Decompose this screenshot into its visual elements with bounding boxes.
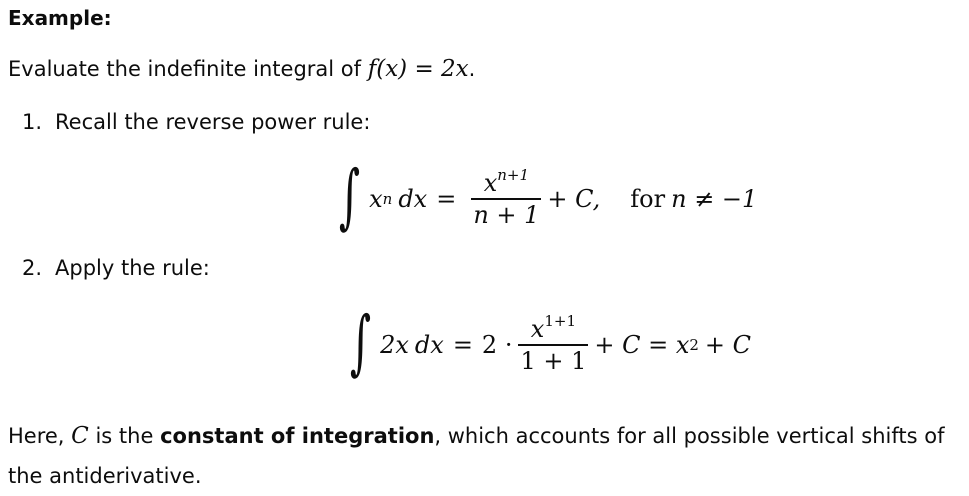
step-number: 2.: [22, 256, 43, 280]
fraction-denominator: 1 + 1: [520, 346, 587, 375]
step-label: Apply the rule:: [55, 256, 210, 280]
integrand: x: [369, 185, 383, 213]
equals-sign: =: [436, 185, 457, 213]
fraction: xn+1 n + 1: [471, 168, 542, 230]
condition: n ≠ −1: [671, 185, 758, 213]
fraction-numerator: x1+1: [529, 314, 578, 344]
step-2: 2. Apply the rule:: [22, 253, 210, 283]
condition-word: for: [630, 185, 666, 213]
constant-symbol: C: [71, 423, 89, 449]
integral-sign: ∫: [349, 302, 372, 384]
intro-text: Evaluate the indefinite integral of: [8, 57, 362, 81]
closing-mid: is the: [95, 424, 154, 448]
section-heading: Example:: [8, 6, 112, 30]
fraction-bar: [518, 344, 589, 346]
differential: dx: [398, 185, 428, 213]
result-constant: + C: [704, 331, 752, 359]
numerator-base: x: [483, 169, 498, 198]
coefficient: 2 ·: [481, 331, 513, 359]
result-expression: + C = x: [594, 331, 690, 359]
closing-after: , which accounts for all possible vertic…: [8, 424, 945, 488]
fraction-bar: [471, 198, 542, 200]
numerator-exponent: 1+1: [544, 312, 576, 331]
intro-sentence: Evaluate the indefinite integral of f(x)…: [8, 54, 475, 84]
constant-term: + C,: [547, 185, 601, 213]
closing-before: Here,: [8, 424, 65, 448]
step-1: 1. Recall the reverse power rule:: [22, 107, 370, 137]
step-number: 1.: [22, 110, 43, 134]
numerator-base: x: [530, 315, 545, 344]
integrand: 2x: [380, 331, 409, 359]
function-expression: f(x) = 2x: [367, 56, 469, 82]
step-label: Recall the reverse power rule:: [55, 110, 371, 134]
intro-period: .: [468, 57, 476, 81]
equals-sign: =: [452, 331, 473, 359]
fraction: x1+1 1 + 1: [518, 314, 589, 376]
differential: dx: [414, 331, 444, 359]
closing-paragraph: Here, C is the constant of integration, …: [8, 416, 963, 496]
numerator-exponent: n+1: [497, 166, 530, 185]
fraction-numerator: xn+1: [482, 168, 531, 198]
fraction-denominator: n + 1: [473, 200, 540, 229]
integral-sign: ∫: [338, 156, 361, 238]
closing-bold-term: constant of integration: [160, 424, 435, 448]
